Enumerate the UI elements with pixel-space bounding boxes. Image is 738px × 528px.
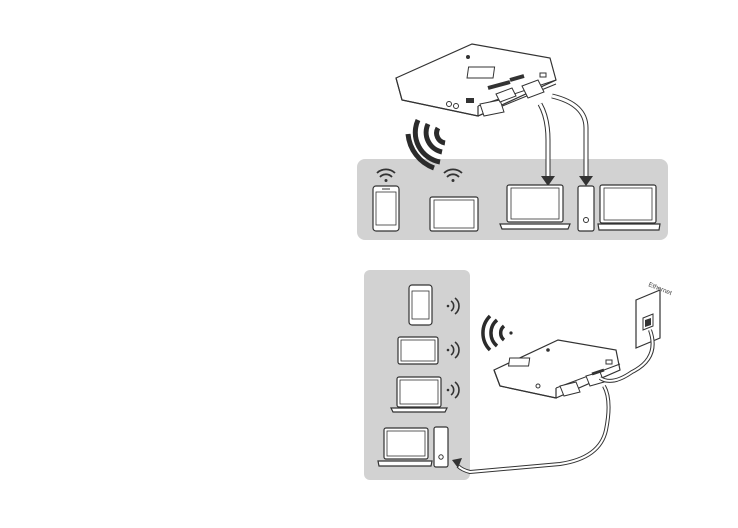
lan-cable-bottom (458, 386, 609, 472)
tablet-device (430, 197, 478, 231)
desktop-tower-device (434, 427, 448, 467)
laptop-device (500, 185, 570, 229)
phone-device (373, 186, 399, 231)
top-scene (357, 44, 668, 240)
router-top (396, 44, 556, 116)
bottom-scene: Ethernet (364, 270, 673, 480)
router-bottom (494, 340, 620, 398)
desktop-monitor-device (598, 185, 660, 230)
wifi-broadcast-icon (483, 316, 513, 350)
laptop-device (391, 377, 447, 412)
ethernet-wall-socket (636, 290, 660, 348)
phone-device (409, 285, 432, 325)
desktop-tower-device (578, 186, 594, 231)
tablet-device (398, 337, 438, 364)
